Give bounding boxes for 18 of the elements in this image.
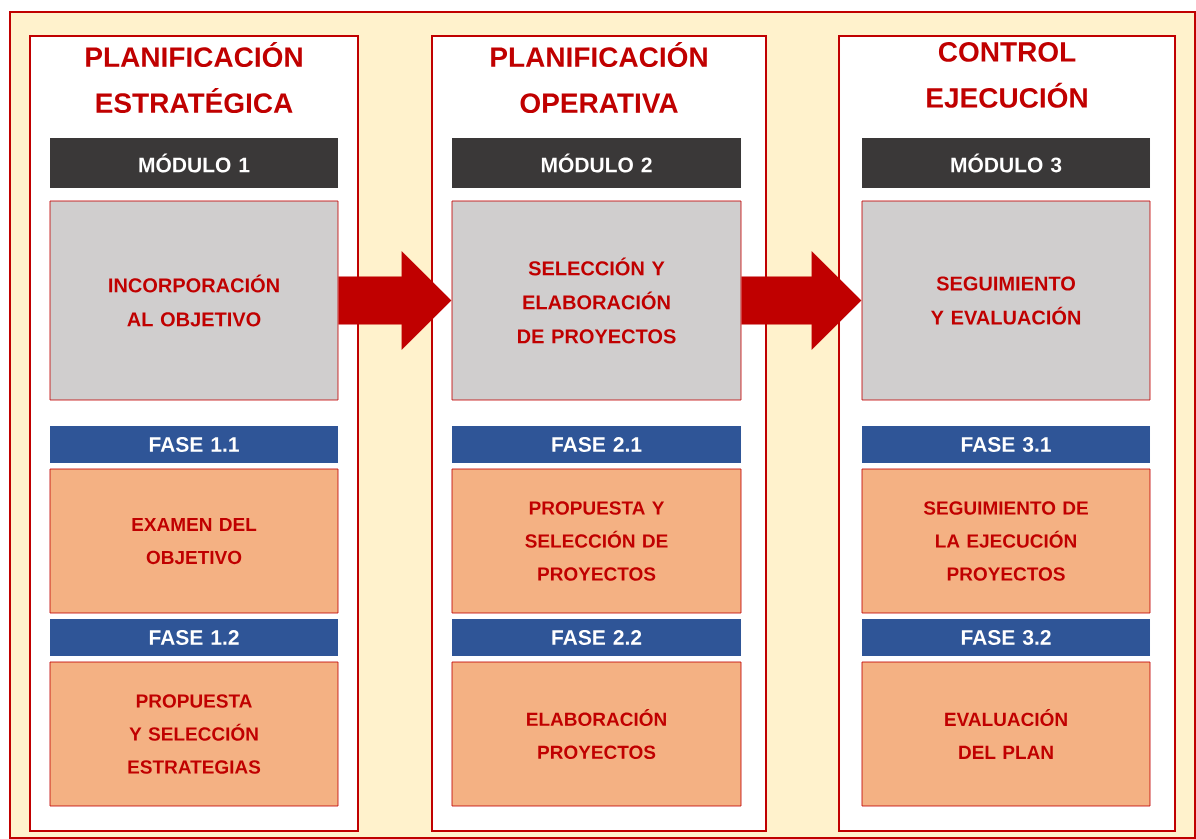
phase-bar: FASE 2.1: [452, 426, 741, 463]
phase-bar: FASE 3.1: [862, 426, 1150, 463]
phase-bar: FASE 2.2: [452, 619, 741, 656]
process-box: INCORPORACIÓN AL OBJETIVO: [49, 200, 339, 401]
process-box: SEGUIMIENTO Y EVALUACIÓN: [861, 200, 1151, 401]
phase-box: PROPUESTA Y SELECCIÓN DE PROYECTOS: [451, 468, 742, 614]
phase-box: EVALUACIÓN DEL PLAN: [861, 661, 1151, 807]
phase-box: EXAMEN DEL OBJETIVO: [49, 468, 339, 614]
phase-bar: FASE 3.2: [862, 619, 1150, 656]
module-bar: MÓDULO 2: [452, 138, 741, 188]
process-box: SELECCIÓN Y ELABORACIÓN DE PROYECTOS: [451, 200, 742, 401]
module-bar: MÓDULO 3: [862, 138, 1150, 188]
phase-bar: FASE 1.2: [50, 619, 338, 656]
module-bar: MÓDULO 1: [50, 138, 338, 188]
phase-bar: FASE 1.1: [50, 426, 338, 463]
phase-box: PROPUESTA Y SELECCIÓN ESTRATEGIAS: [49, 661, 339, 807]
phase-box: ELABORACIÓN PROYECTOS: [451, 661, 742, 807]
phase-box: SEGUIMIENTO DE LA EJECUCIÓN PROYECTOS: [861, 468, 1151, 614]
